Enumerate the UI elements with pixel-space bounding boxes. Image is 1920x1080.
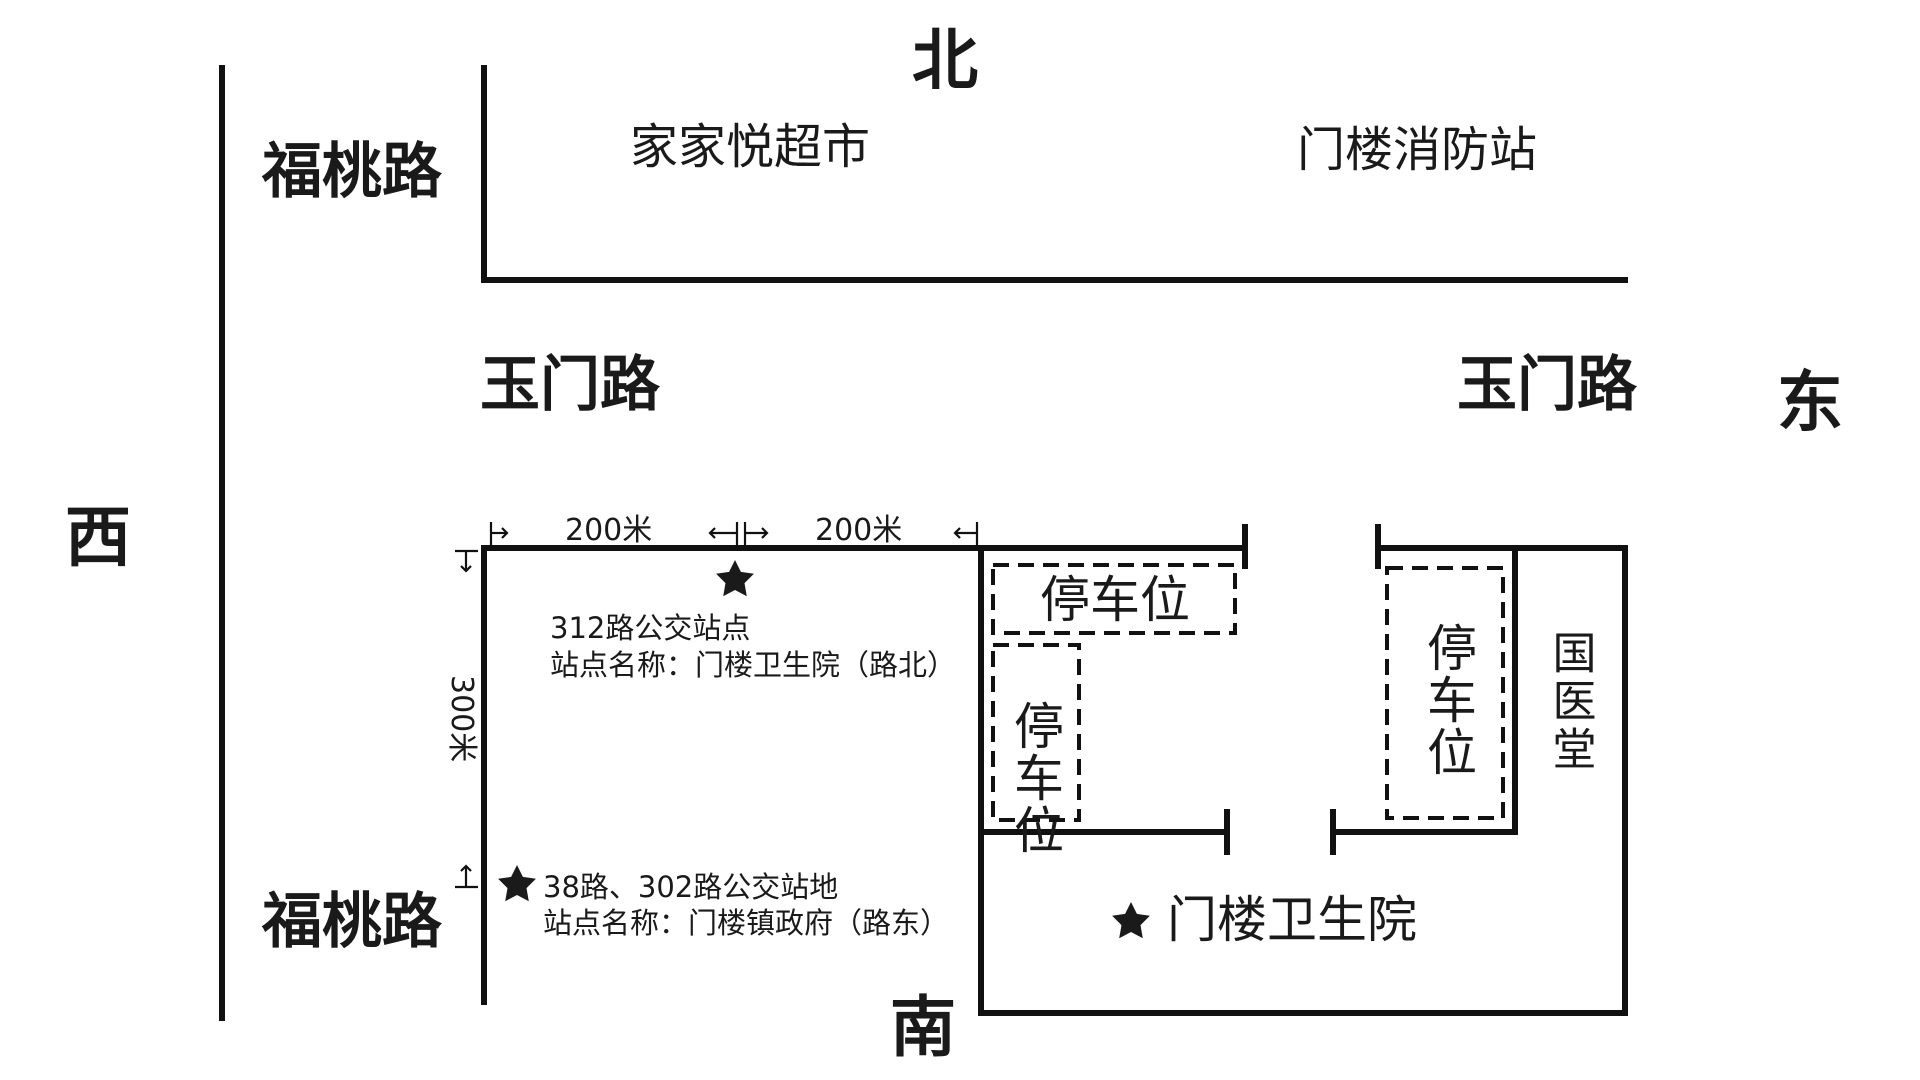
road-label-futao-bottom: 福桃路 bbox=[261, 887, 443, 957]
arrow-icon bbox=[953, 527, 961, 539]
place-guoyitang: 国医堂 bbox=[1545, 630, 1596, 774]
bus-stop-route-38-302: 38路、302路公交站地 bbox=[543, 870, 838, 904]
parking-label-top: 停车位 bbox=[1040, 571, 1190, 629]
star-icon bbox=[716, 560, 754, 597]
dimension-marker-200-a bbox=[489, 522, 739, 545]
arrow-icon bbox=[708, 527, 716, 539]
arrow-icon bbox=[460, 864, 472, 872]
bus-stop-marker-312 bbox=[716, 560, 754, 597]
parking-space-top bbox=[991, 563, 1237, 635]
dimension-label-200-b: 200米 bbox=[815, 513, 902, 548]
parking-space-left bbox=[991, 643, 1081, 822]
parking-label-left: 停车位 bbox=[1006, 700, 1064, 856]
bus-stop-marker-38-302 bbox=[498, 865, 536, 902]
road-label-yumen-right: 玉门路 bbox=[1457, 350, 1638, 420]
star-icon bbox=[498, 865, 536, 902]
inner-wall-right bbox=[1330, 545, 1518, 835]
parking-space-right bbox=[1385, 566, 1505, 820]
star-icon bbox=[1112, 902, 1150, 939]
dimension-marker-200-b bbox=[743, 522, 979, 545]
south-left-block-outline bbox=[481, 545, 984, 1005]
road-label-futao-top: 福桃路 bbox=[261, 137, 443, 207]
direction-south: 南 bbox=[890, 989, 956, 1066]
dimension-marker-300 bbox=[455, 549, 478, 889]
hospital-marker bbox=[1112, 902, 1150, 939]
place-fire-station: 门楼消防站 bbox=[1297, 122, 1537, 178]
arrow-icon bbox=[460, 565, 472, 573]
bus-stop-name-38-302: 站点名称：门楼镇政府（路东） bbox=[543, 906, 949, 940]
bus-stop-route-312: 312路公交站点 bbox=[550, 611, 750, 645]
bus-stop-name-312: 站点名称：门楼卫生院（路北） bbox=[550, 648, 956, 682]
direction-west: 西 bbox=[65, 499, 131, 576]
north-block-outline bbox=[481, 65, 1628, 283]
direction-north: 北 bbox=[912, 22, 978, 99]
place-supermarket: 家家悦超市 bbox=[630, 119, 870, 175]
direction-east: 东 bbox=[1777, 364, 1843, 441]
dimension-label-300: 300米 bbox=[444, 675, 479, 762]
dimension-label-200-a: 200米 bbox=[565, 513, 652, 548]
arrow-icon bbox=[761, 527, 769, 539]
compound-south-east-wall bbox=[978, 545, 1628, 1016]
arrow-icon bbox=[501, 527, 509, 539]
road-label-yumen-left: 玉门路 bbox=[480, 350, 661, 420]
parking-label-right: 停车位 bbox=[1419, 622, 1477, 778]
place-hospital: 门楼卫生院 bbox=[1167, 891, 1417, 949]
